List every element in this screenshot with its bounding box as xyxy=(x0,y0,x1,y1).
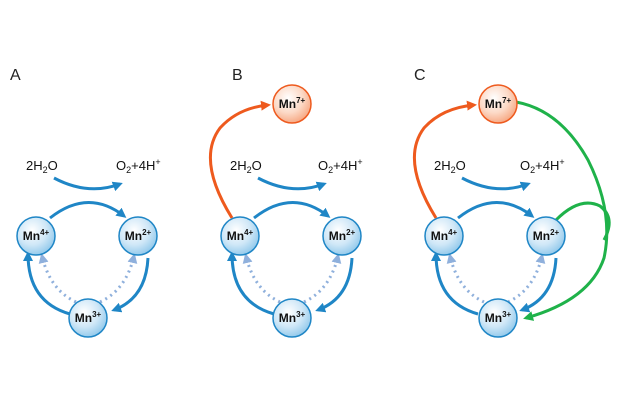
mn2-node: Mn2+ xyxy=(526,216,566,256)
mn4-to-mn2-arrow xyxy=(457,201,535,220)
panel-label: C xyxy=(414,67,426,84)
svg-text:Mn2+: Mn2+ xyxy=(125,228,152,243)
panel-label: A xyxy=(10,67,21,84)
panel-a: A 2H2O O2+4H+ Mn4+ Mn2+ Mn3+ xyxy=(10,67,161,338)
svg-text:Mn3+: Mn3+ xyxy=(485,310,512,325)
svg-text:Mn2+: Mn2+ xyxy=(533,228,560,243)
mn3-to-mn2-dotted-arrow xyxy=(507,253,546,304)
mn3-to-mn2-dotted-arrow xyxy=(99,253,138,304)
mn4-to-mn7-arrow xyxy=(208,100,271,219)
mn3-to-mn4-dotted-arrow xyxy=(242,253,281,304)
product-oxygen: O2+4H+ xyxy=(318,157,363,175)
mn3-to-mn4-arrow xyxy=(23,251,71,316)
svg-text:Mn2+: Mn2+ xyxy=(329,228,356,243)
mn4-node: Mn4+ xyxy=(220,216,260,256)
mn3-to-mn4-dotted-arrow xyxy=(38,253,77,304)
mn4-node: Mn4+ xyxy=(424,216,464,256)
mn7-node: Mn7+ xyxy=(272,84,312,124)
mn2-node: Mn2+ xyxy=(322,216,362,256)
water-oxidation-arrow xyxy=(53,176,123,192)
mn2-node: Mn2+ xyxy=(118,216,158,256)
reactant-water: 2H2O xyxy=(434,158,466,175)
mn3-to-mn4-dotted-arrow xyxy=(446,253,485,304)
product-oxygen: O2+4H+ xyxy=(520,157,565,175)
panel-label: B xyxy=(232,67,243,84)
svg-text:Mn7+: Mn7+ xyxy=(485,96,512,111)
water-oxidation-arrow xyxy=(461,176,531,192)
mn4-to-mn2-arrow xyxy=(253,201,331,220)
svg-text:Mn4+: Mn4+ xyxy=(431,228,458,243)
mn3-to-mn4-arrow xyxy=(227,251,275,316)
reactant-water: 2H2O xyxy=(26,158,58,175)
mn3-to-mn4-arrow xyxy=(431,251,479,316)
mn3-node: Mn3+ xyxy=(478,298,518,338)
mn3-node: Mn3+ xyxy=(272,298,312,338)
svg-text:Mn4+: Mn4+ xyxy=(23,228,50,243)
reactant-water: 2H2O xyxy=(230,158,262,175)
mn2-to-mn3-green-arrow xyxy=(554,201,611,241)
mn4-node: Mn4+ xyxy=(16,216,56,256)
svg-text:Mn3+: Mn3+ xyxy=(75,310,102,325)
mn2-to-mn3-arrow xyxy=(519,257,558,313)
mn3-to-mn2-dotted-arrow xyxy=(303,253,342,304)
svg-text:Mn7+: Mn7+ xyxy=(279,96,306,111)
mn2-to-mn3-arrow xyxy=(315,257,354,313)
mn4-to-mn7-arrow xyxy=(412,100,477,219)
water-oxidation-arrow xyxy=(257,176,327,192)
svg-text:Mn4+: Mn4+ xyxy=(227,228,254,243)
mn4-to-mn2-arrow xyxy=(49,201,127,220)
panel-c: C 2H2O O2+4H+ Mn7+ Mn4+ Mn2+ Mn3+ xyxy=(412,67,611,338)
mn7-to-mn3-arrow xyxy=(515,100,609,321)
svg-text:Mn3+: Mn3+ xyxy=(279,310,306,325)
product-oxygen: O2+4H+ xyxy=(116,157,161,175)
mn2-to-mn3-arrow xyxy=(111,257,150,313)
mn3-node: Mn3+ xyxy=(68,298,108,338)
panel-b: B 2H2O O2+4H+ Mn7+ Mn4+ Mn2+ Mn3+ xyxy=(208,67,363,338)
mn7-node: Mn7+ xyxy=(478,84,518,124)
